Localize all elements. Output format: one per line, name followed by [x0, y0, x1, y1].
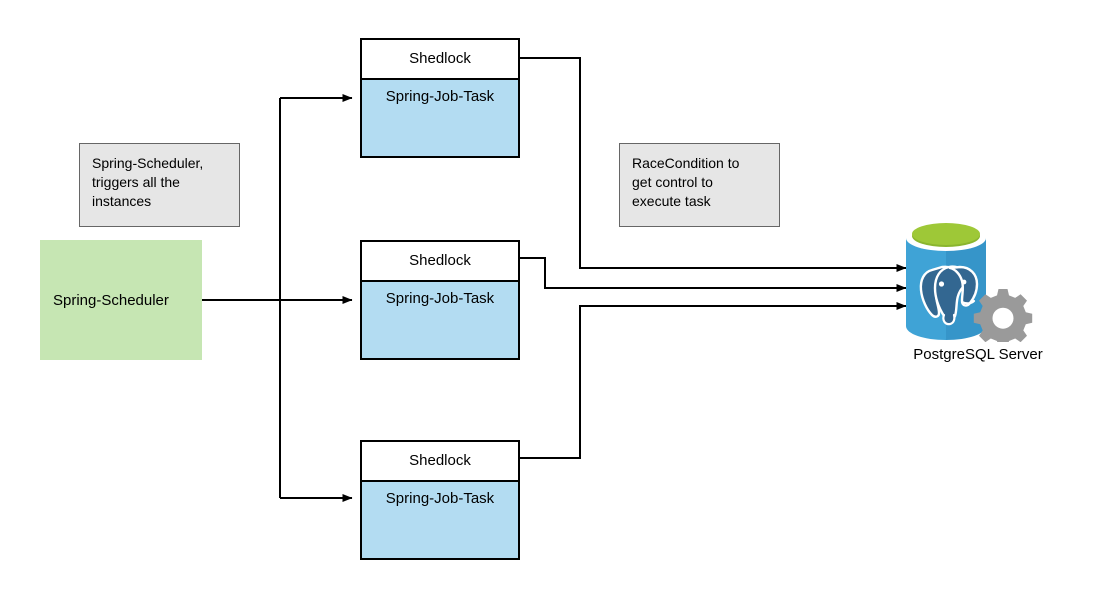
race-condition-note-line-2: get control to — [632, 174, 713, 190]
instance-2-task-band: Spring-Job-Task — [362, 282, 518, 358]
instance-1-shedlock-band: Shedlock — [362, 40, 518, 80]
instance-2-shedlock-band: Shedlock — [362, 242, 518, 282]
wire-instance-2-to-database — [520, 257, 907, 292]
instance-2-node[interactable]: Shedlock Spring-Job-Task — [360, 240, 520, 360]
instance-1-task-band: Spring-Job-Task — [362, 80, 518, 156]
postgresql-elephant-icon — [919, 265, 979, 326]
postgresql-database-icon — [898, 222, 1058, 348]
db-top-green — [912, 223, 980, 245]
scheduler-note-line-1: Spring-Scheduler, — [92, 155, 204, 171]
instance-3-shedlock-band: Shedlock — [362, 442, 518, 482]
spring-scheduler-label: Spring-Scheduler — [53, 291, 169, 309]
scheduler-note-line-3: instances — [92, 193, 152, 209]
instance-3-task-band: Spring-Job-Task — [362, 482, 518, 558]
spring-scheduler-node[interactable]: Spring-Scheduler — [40, 240, 202, 360]
race-condition-note: RaceCondition to get control to execute … — [619, 143, 780, 227]
postgresql-server-caption: PostgreSQL Server — [913, 346, 1043, 363]
scheduler-note-line-2: triggers all the — [92, 174, 180, 190]
gear-icon — [973, 289, 1033, 348]
instance-3-node[interactable]: Shedlock Spring-Job-Task — [360, 440, 520, 560]
instance-2-shedlock-label: Shedlock — [409, 251, 471, 269]
instance-3-task-label: Spring-Job-Task — [385, 490, 495, 507]
race-condition-note-line-3: execute task — [632, 193, 711, 209]
instance-1-node[interactable]: Shedlock Spring-Job-Task — [360, 38, 520, 158]
instance-1-shedlock-label: Shedlock — [409, 49, 471, 67]
postgresql-server-node[interactable]: PostgreSQL Server — [898, 222, 1058, 363]
race-condition-note-line-1: RaceCondition to — [632, 155, 740, 171]
instance-3-shedlock-label: Shedlock — [409, 451, 471, 469]
scheduler-note: Spring-Scheduler, triggers all the insta… — [79, 143, 240, 227]
wire-instance-3-to-database — [520, 302, 907, 459]
instance-2-task-label: Spring-Job-Task — [385, 290, 495, 307]
instance-1-task-label: Spring-Job-Task — [385, 88, 495, 105]
